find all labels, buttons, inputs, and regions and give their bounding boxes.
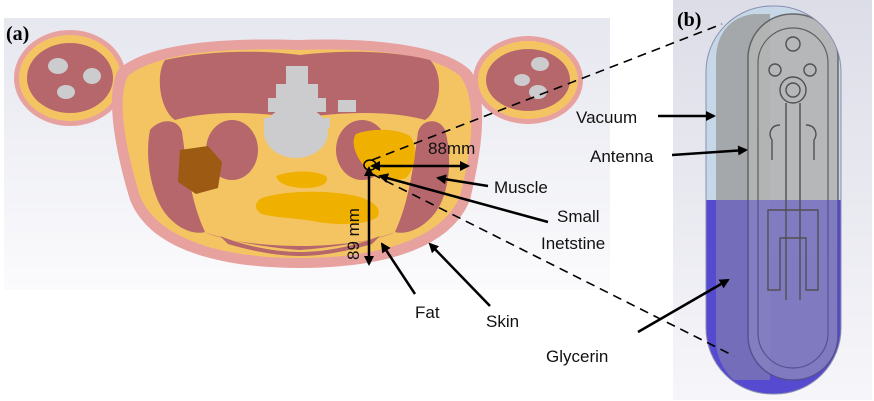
antenna-label: Antenna: [590, 147, 654, 166]
panel-b-label: (b): [677, 9, 701, 31]
right-arm: [473, 36, 583, 124]
panel-a: 88mm 89 mm Muscle Small Inetstine Fat Sk…: [4, 18, 610, 331]
dimension-vertical-label: 89 mm: [344, 208, 363, 260]
dimension-horizontal-label: 88mm: [428, 139, 475, 158]
muscle-label: Muscle: [494, 178, 548, 197]
panel-a-label: (a): [6, 23, 29, 45]
small-intestine-label-line1: Small: [557, 207, 600, 226]
torso: [112, 39, 482, 268]
skin-label: Skin: [486, 312, 519, 331]
vacuum-label: Vacuum: [576, 108, 637, 127]
left-arm: [14, 30, 126, 126]
glycerin-label: Glycerin: [546, 347, 608, 366]
fat-label: Fat: [415, 303, 440, 322]
small-intestine-label-line2: Inetstine: [541, 234, 605, 253]
